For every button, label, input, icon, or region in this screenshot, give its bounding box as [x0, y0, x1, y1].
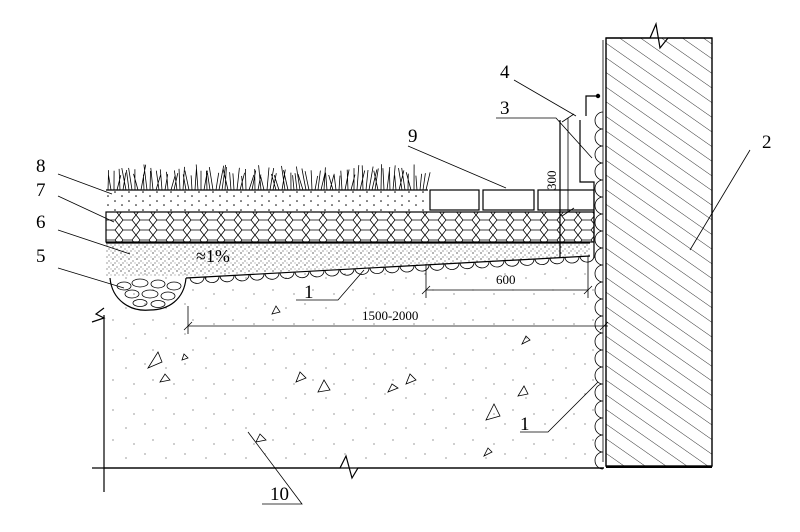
sand-filter-layer: [106, 242, 590, 276]
retaining-wall: [605, 21, 713, 468]
dimension-600: 600: [496, 272, 516, 287]
callout-1-bottom: 1: [304, 282, 314, 303]
bottom-break-line: [92, 454, 604, 480]
soil-fill: [103, 270, 604, 492]
callout-7: 7: [36, 180, 46, 201]
drainage-storage-layer: [105, 211, 595, 243]
grass-vegetation: [107, 164, 431, 191]
callout-10: 10: [270, 484, 289, 505]
callout-5: 5: [36, 246, 46, 267]
callout-6: 6: [36, 212, 46, 233]
dimension-1500-2000: 1500-2000: [362, 308, 418, 323]
callout-8: 8: [36, 156, 46, 177]
callout-4: 4: [500, 62, 510, 83]
planting-soil-layer: [106, 189, 428, 212]
slope-label: ≈1%: [196, 246, 230, 266]
gravel-bed: [109, 277, 187, 311]
soil-aggregate-marks: [146, 305, 531, 457]
callout-1-wall: 1: [520, 414, 530, 435]
callout-9: 9: [408, 126, 418, 147]
protective-edge-strip: [559, 93, 601, 258]
bottom-drainage-board: [185, 255, 595, 284]
dimension-lines: [183, 113, 609, 334]
left-break-line: [91, 307, 106, 323]
leader-lines: [57, 79, 751, 505]
wall-drainage-board: [594, 40, 604, 470]
dimension-300: 300: [544, 171, 559, 191]
callout-2: 2: [762, 132, 772, 153]
callout-3: 3: [500, 98, 510, 119]
paving-slabs: [429, 189, 595, 211]
